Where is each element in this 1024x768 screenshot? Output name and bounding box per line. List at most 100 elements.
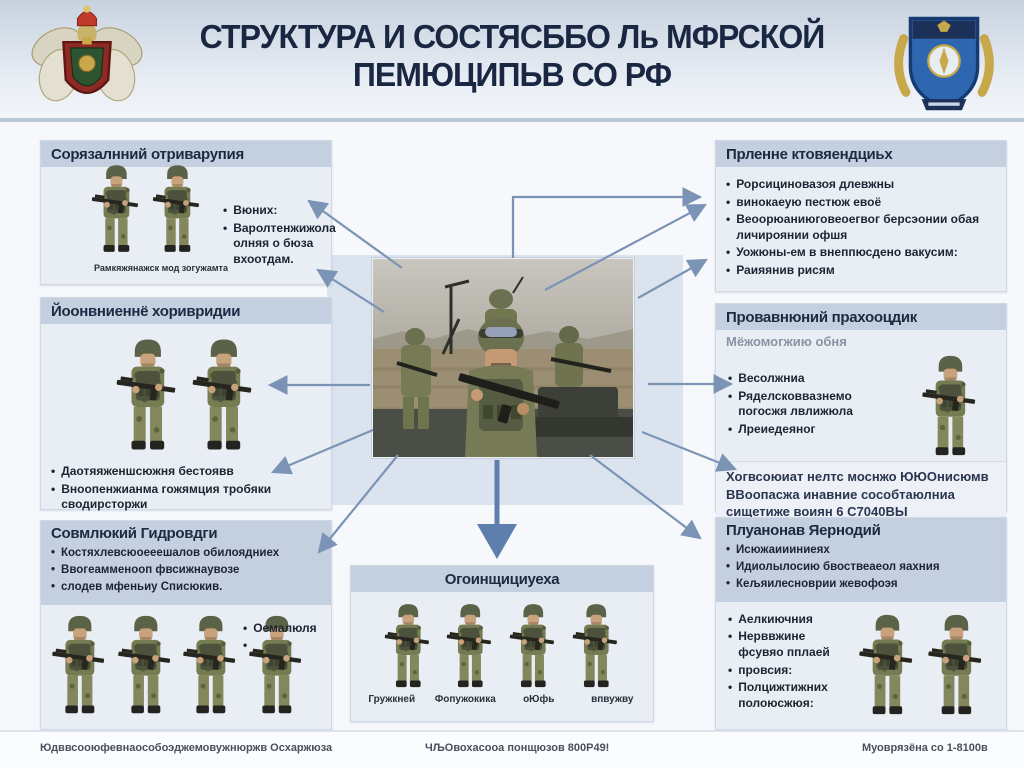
bullet-dot: • [726, 245, 731, 260]
soldier-icon [117, 615, 170, 714]
title-line-1: СТРУКТУРА И СОСТЯСББО Ль МФРСКОЙ [199, 18, 826, 55]
unit-box-bottom-right: Плуанонав Яернодий •Исюжаиииниеях •Идиолы… [715, 517, 1007, 730]
bullet-item: •Нерввжине фсувяо пплаей [728, 629, 830, 659]
unit-box-top-left: Сорязалнний отриварупия •Вюних:•Варолтен… [40, 140, 336, 285]
soldier-icon [859, 614, 913, 714]
bullet-dot: • [726, 544, 731, 556]
bullet-dot: • [726, 262, 731, 277]
soldier-caption: Гружкней [368, 694, 416, 705]
box-title: Совмлюкий Гидровдги [51, 525, 218, 542]
bullet-dot: • [726, 212, 731, 227]
box-title: Йоонвниеннё хоривридии [41, 298, 331, 324]
bullet-item: • [243, 638, 321, 654]
box-title: Огоинщициуеха [351, 566, 653, 592]
soldier-caption: Фопужокика [434, 694, 496, 705]
bullet-dot: • [51, 464, 56, 478]
bullet-item: •Вюних: [223, 203, 278, 217]
soldier-caption: впвужву [591, 694, 634, 705]
bullet-item: •Даотяяженшсюжня бестоявв [51, 464, 234, 478]
bullet-item: •Раияянив рисям [726, 262, 835, 277]
page-title: СТРУКТУРА И СОСТЯСББО Ль МФРСКОЙ ПЕМЮЦИП… [173, 18, 852, 94]
bullet-list: •Весолжниа •Ряделсковвазнемо погосжя лвли… [718, 363, 904, 443]
title-line-2: ПЕМЮЦИПЬВ СО РФ [352, 55, 672, 93]
soldier-icon [52, 615, 105, 714]
bullet-item: •Веоорюаниюговеоегвог берсэонии обая лич… [726, 212, 980, 242]
soldier-icon [928, 614, 982, 714]
bullet-item: •Уожюны-ем в внеппюсдено вакусим: [726, 245, 958, 260]
bullet-item: •Идиолылосию бвоствеаеол яахния [726, 560, 940, 573]
soldier-icon [572, 604, 617, 688]
footer-center: ЧЉОвохасооа понщюзов 800Р49! [425, 742, 610, 754]
blue-shield-emblem [894, 16, 994, 111]
bullet-dot: • [243, 620, 248, 635]
soldier-illustrations [41, 324, 331, 456]
bullet-item: •Костяхлевсюоееешалов обилоядниех [51, 547, 280, 559]
bullet-list: •Рорсициновазоя длевжны •винокаеую пестюж… [716, 167, 1006, 285]
unit-box-mid-left: Йоонвниеннё хоривридии •Даотяяженшсюжня … [40, 297, 332, 512]
soldier-illustrations [89, 161, 205, 257]
bullet-item: •Весолжниа [728, 371, 805, 385]
bullet-item: •Оемалюля [243, 620, 317, 635]
bullet-dot: • [728, 680, 733, 695]
bullet-dot: • [728, 421, 733, 436]
bullet-item: •слодев мфеньиу Списюкив. [51, 580, 223, 593]
bullet-item: •Исюжаиииниеях [726, 544, 830, 556]
box-title: Провавнюний прахооцдик [716, 304, 1006, 330]
bullet-list: •Исюжаиииниеях •Идиолылосию бвоствеаеол я… [726, 543, 996, 592]
soldier-icon [152, 165, 199, 252]
soldier-icon [509, 604, 554, 688]
footnote-line: ВВоопасжа инавние сособтаюлниа [726, 486, 955, 502]
footer-left: Юдввсооюфевнаособоэджемовужнюржв Осхаржю… [40, 742, 333, 754]
soldier-icon [447, 604, 492, 688]
bullet-dot: • [51, 563, 56, 576]
soldier-illustrations [351, 592, 653, 692]
soldiers-caption: Рамкяжянажск мод зогужамта [94, 263, 228, 273]
box-title: Прленне ктовяендциьх [716, 141, 1006, 167]
unit-box-bottom-left: Совмлюкий Гидровдги •Костяхлевсюоееешало… [40, 520, 332, 730]
unit-box-top-right: Прленне ктовяендциьх •Рорсициновазоя дле… [715, 140, 1007, 292]
soldier-icon [384, 604, 429, 688]
unit-box-bottom-center: Огоинщициуеха [350, 565, 654, 722]
soldier-icon [192, 339, 252, 450]
bullet-item: •Аелкиючния [728, 611, 813, 626]
soldier-icon [183, 615, 236, 714]
bullet-item: •Полцижтижних полоюсжюя: [728, 680, 828, 710]
box-title: Сорязалнний отриварупия [41, 141, 331, 167]
bullet-list: •Оемалюля• [233, 613, 329, 660]
bullet-dot: • [728, 371, 733, 385]
soldier-icon [91, 165, 139, 252]
soldier-illustrations [919, 351, 982, 461]
bullet-item: •Ввогеамменооп фвсижнаувозе [51, 563, 240, 576]
title-band: СТРУКТУРА И СОСТЯСББО Ль МФРСКОЙ ПЕМЮЦИП… [0, 0, 1024, 122]
bullet-list: •Аелкиючния•Нерввжине фсувяо пплаей•пров… [718, 604, 856, 718]
bullet-dot: • [51, 547, 56, 559]
eagle-crest-emblem [31, 5, 143, 102]
bullet-dot: • [223, 203, 228, 217]
bullet-list: •Костяхлевсюоееешалов обилоядниех •Ввогеа… [51, 546, 321, 595]
bullet-dot: • [243, 638, 248, 653]
box-title: Плуанонав Яернодий [726, 522, 881, 539]
box-subtitle: Мёжомогжию обня [726, 334, 847, 349]
bullet-item: •Вноопенжианма гожямция тробяки сводирст… [51, 481, 272, 512]
bullet-dot: • [728, 388, 733, 403]
bullet-dot: • [728, 611, 733, 626]
soldier-illustrations [856, 610, 988, 720]
bullet-dot: • [726, 577, 731, 590]
soldier-caption: оЮфь [523, 694, 555, 705]
soldier-icon [249, 615, 302, 714]
central-photo [372, 258, 634, 458]
bullet-item: •Ряделсковвазнемо погосжя лвлижюла [728, 388, 853, 419]
bullet-item: •Рорсициновазоя длевжны [726, 177, 895, 191]
bullet-item: •винокаеую пестюж евоё [726, 194, 882, 209]
bullet-dot: • [51, 481, 56, 496]
bullet-dot: • [728, 629, 733, 644]
footer-strip: Юдввсооюфевнаособоэджемовужнюржв Осхаржю… [0, 730, 1024, 768]
footer-right: Муоврязёна со 1-8100в [862, 742, 988, 754]
bullet-list: •Вюних:•Варолтенжижола олняя о бюза вхоо… [213, 195, 381, 273]
bullet-dot: • [726, 560, 731, 573]
bullet-dot: • [726, 194, 731, 209]
bullet-dot: • [726, 177, 731, 191]
bullet-dot: • [728, 662, 733, 677]
